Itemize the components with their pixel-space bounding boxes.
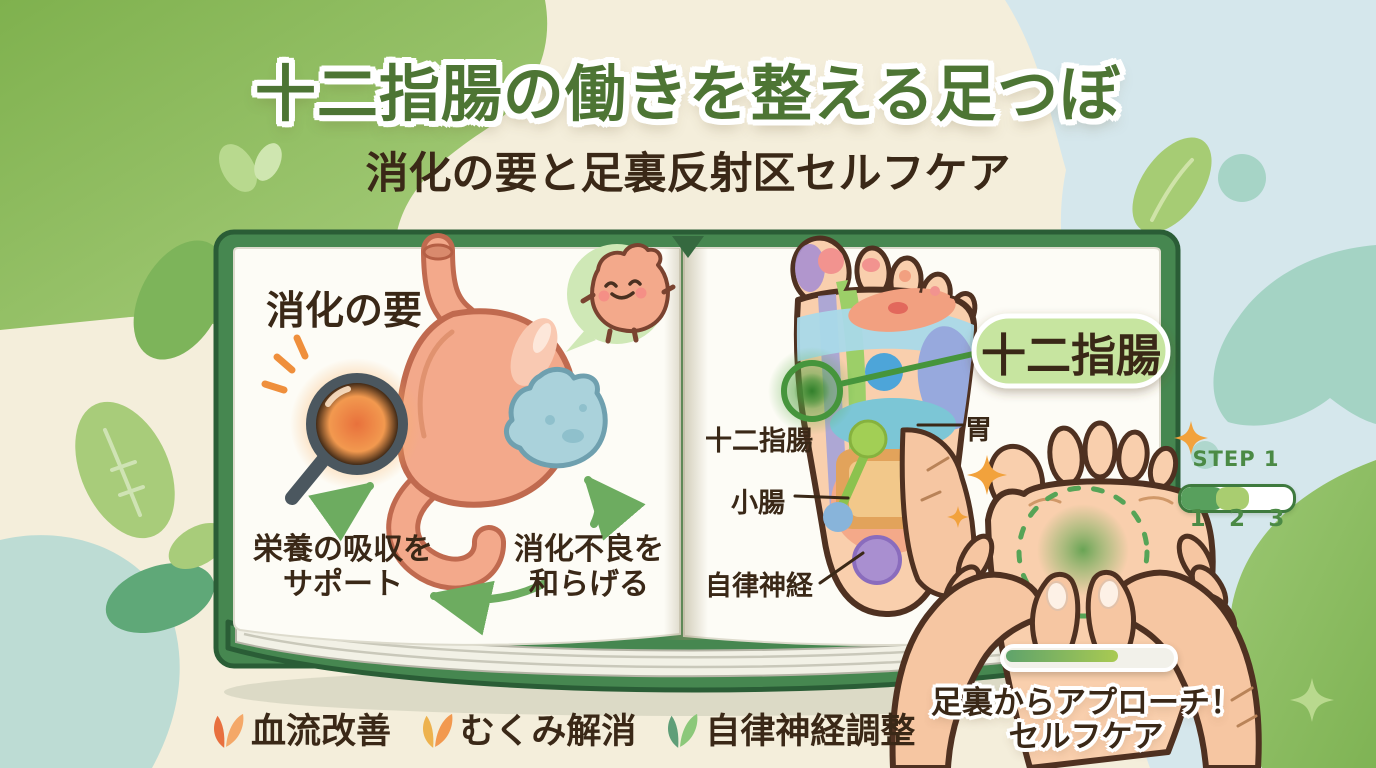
mascot-bubble-tail	[566, 330, 596, 352]
mascot-blush	[635, 287, 647, 299]
arrow-to-intestine	[588, 480, 599, 524]
map-label-autonomic-nerve: 自律神経	[705, 571, 813, 602]
right-hand	[1085, 533, 1262, 768]
leaf-left-upper	[133, 240, 227, 360]
arrow-to-magnifier	[338, 486, 370, 524]
step-numbers: 1 2 3	[1178, 506, 1296, 532]
left-thumbnail	[1045, 581, 1069, 611]
duodenum-callout-bubble	[971, 313, 1171, 389]
duodenum-callout-label: 十二指腸	[980, 328, 1161, 382]
accent-lines	[261, 334, 309, 394]
leaves-bottom-left	[105, 523, 228, 634]
leaf-icon	[213, 713, 244, 748]
selfcare-progress-pill	[1000, 644, 1178, 672]
benefit-arrows	[338, 480, 599, 600]
badge-blood-flow: 血流改善	[210, 703, 391, 754]
leaf-left-lower	[75, 401, 175, 539]
magnifier-lens	[306, 373, 408, 475]
mascot-body	[590, 243, 670, 333]
callout-leader-line	[837, 349, 985, 387]
selfcare-progress-fill	[1006, 650, 1118, 662]
badge-label: 自律神経調整	[705, 711, 916, 752]
step-number-2: 2	[1228, 506, 1245, 532]
page-subtitle: 消化の要と足裏反射区セルフケア	[365, 149, 1011, 199]
book-spine-notch	[672, 236, 704, 258]
page-title: 十二指腸の働きを整える足つぼ	[254, 59, 1122, 130]
mascot-smile	[610, 291, 635, 300]
massage-foot-toes	[986, 420, 1179, 517]
mascot-limbs	[580, 284, 676, 344]
map-label-duodenum: 十二指腸	[705, 426, 813, 457]
sparkle-icon	[967, 455, 1007, 495]
benefit-indigestion-line1: 消化不良を	[514, 532, 664, 567]
background-blob-green-bottomright	[1228, 460, 1376, 768]
teal-blob-tiny	[1191, 441, 1219, 469]
benefit-indigestion-label: 消化不良を 和らげる	[482, 532, 696, 603]
map-label-stomach: 胃	[965, 415, 992, 446]
duodenum-tube	[391, 466, 501, 586]
map-label-small-intestine: 小腸	[731, 488, 785, 519]
esophagus-opening	[422, 243, 454, 261]
digestive-illustration	[261, 233, 676, 600]
stomach-gloss	[532, 323, 552, 353]
badge-label: むくみ解消	[460, 711, 637, 752]
benefit-nutrition-line1: 栄養の吸収を	[253, 532, 433, 567]
teal-blob-small	[1218, 154, 1266, 202]
step-number-3: 3	[1268, 506, 1285, 532]
arrow-between-benefits	[434, 580, 547, 600]
step-panel-title: STEP 1	[1192, 447, 1280, 471]
magnifier-gloss	[325, 386, 351, 407]
magnifier-icon	[285, 373, 408, 505]
footer-badges-row: 血流改善 むくみ解消 自律神経調整	[210, 700, 915, 756]
selfcare-caption-line1: 足裏からアプローチ！	[931, 685, 1241, 721]
mascot-blush	[598, 290, 610, 302]
benefit-nutrition-label: 栄養の吸収を サポート	[236, 532, 450, 603]
monstera-leaf-silhouette	[1213, 245, 1376, 426]
badge-swelling: むくみ解消	[419, 703, 636, 754]
step-segment-current	[1215, 487, 1250, 510]
selfcare-caption-line2: セルフケア	[1008, 719, 1164, 755]
benefit-nutrition-line2: サポート	[283, 566, 403, 602]
badge-label: 血流改善	[251, 711, 392, 752]
foot-massage-illustration	[889, 420, 1262, 768]
step-progress-bar	[1178, 484, 1296, 513]
foot-creases	[1028, 496, 1174, 507]
stomach-mascot	[566, 243, 676, 352]
duodenum-point-core	[794, 373, 830, 409]
leaf-top-right	[1132, 137, 1212, 233]
magnifier-handle	[285, 452, 331, 505]
sprout-top-left	[219, 143, 282, 192]
label-leader-lines	[793, 423, 965, 585]
step-number-1: 1	[1189, 506, 1206, 532]
sparkle-icon-green	[1290, 678, 1334, 722]
badge-autonomic: 自律神経調整	[664, 703, 915, 754]
right-thumbnail	[1097, 579, 1121, 609]
intestine-organ-blue	[503, 367, 608, 469]
pressure-point-dotted-circle	[1016, 485, 1150, 619]
book-spine-shade	[664, 248, 708, 640]
leaf-icon	[668, 713, 698, 748]
sparkle-icon	[947, 506, 969, 528]
leaf-icon	[423, 713, 453, 748]
left-page-heading: 消化の要	[266, 289, 423, 334]
sparkles	[947, 421, 1334, 722]
mascot-eyes	[604, 279, 642, 288]
benefit-indigestion-line2: 和らげる	[529, 566, 649, 602]
sparkle-icon	[1174, 421, 1208, 455]
left-hand	[889, 427, 1081, 768]
step-segment-done	[1181, 487, 1224, 510]
